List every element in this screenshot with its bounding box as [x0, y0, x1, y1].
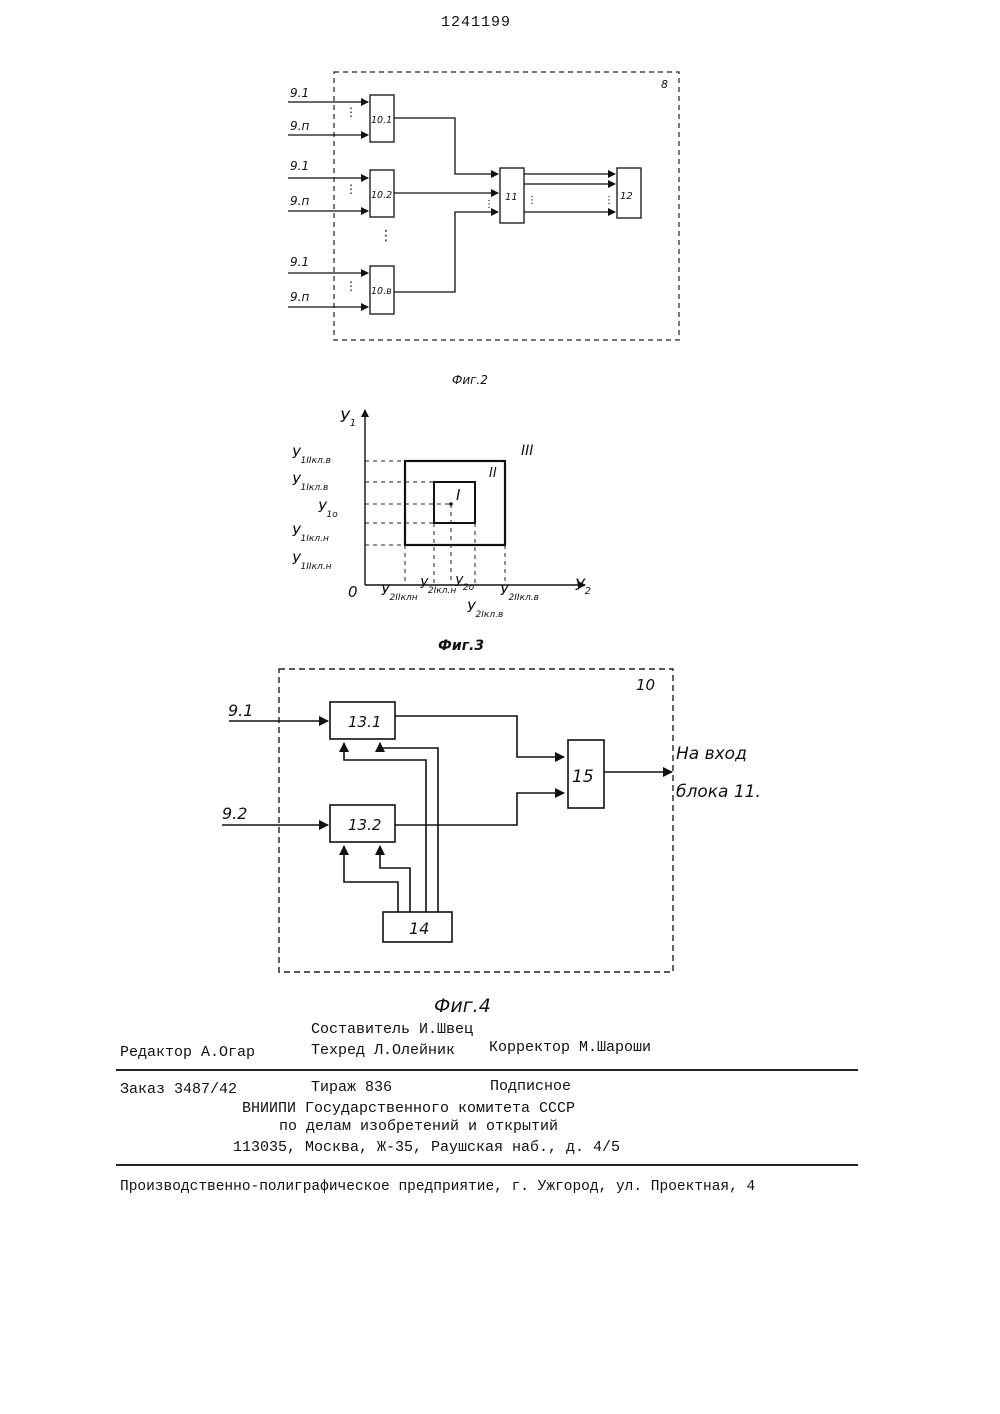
fig4-caption: Фиг.4	[434, 995, 491, 1017]
fig2-ellipsis-c: ⋮	[345, 279, 357, 293]
fig2-caption: Фиг.2	[452, 373, 488, 387]
fig3-y-axis-label: У1	[340, 407, 356, 429]
fig3-y-label-4: У1Iкл.н	[292, 524, 329, 544]
imprint-org-line2: по делам изобретений и открытий	[279, 1118, 558, 1135]
imprint-org-line3: 113035, Москва, Ж-35, Раушская наб., д. …	[233, 1139, 620, 1156]
figure-4-diagram: 10 9.1 9.2 13.1 13.2 14 15 На вход блока…	[0, 660, 1000, 1020]
block-10-2-label: 10.2	[371, 190, 392, 201]
fig2-input-9-1-a: 9.1	[290, 86, 309, 100]
imprint-techred: Техред Л.Олейник	[311, 1042, 455, 1059]
fig2-ellipsis-12-in: ⋮	[604, 195, 614, 206]
fig3-region-I	[434, 482, 475, 523]
block-12-label: 12	[620, 191, 633, 202]
fig4-output-line1: На вход	[676, 744, 747, 764]
fig3-y-label-1: У1IIкл.в	[292, 446, 331, 466]
block-10-v-label: 10.в	[371, 286, 392, 297]
fig2-frame-label: 8	[661, 78, 668, 91]
fig3-region-II-label: II	[489, 466, 497, 481]
fig4-frame-label: 10	[636, 676, 655, 694]
fig2-ellipsis-11-in: ⋮	[484, 199, 494, 210]
imprint-org-line1: ВНИИПИ Государственного комитета СССР	[242, 1100, 575, 1117]
fig2-ellipsis-a: ⋮	[345, 105, 357, 119]
fig2-input-9-n-c: 9.п	[290, 290, 309, 304]
fig3-h-guides	[365, 461, 451, 545]
figure-3-diagram: У1 У2 0 I II III У1IIкл.в У	[0, 400, 1000, 660]
fig3-x-label-1: У2IIклн	[381, 583, 418, 603]
fig2-ellipsis-11-out: ⋮	[527, 195, 537, 206]
fig2-input-9-1-b: 9.1	[290, 159, 309, 173]
fig2-ellipsis-blocks: ⋮	[379, 228, 393, 244]
block-10-1-label: 10.1	[371, 115, 392, 126]
fig2-ellipsis-b: ⋮	[345, 182, 357, 196]
imprint-rule-bottom	[116, 1164, 858, 1166]
figure-3: У1 У2 0 I II III У1IIкл.в У	[0, 400, 1000, 660]
fig2-input-9-n-b: 9.п	[290, 194, 309, 208]
imprint-rule-top	[116, 1069, 858, 1071]
fig3-y-label-2: У1Iкл.в	[292, 473, 328, 493]
fig3-y-label-5: У1IIкл.н	[292, 552, 332, 572]
fig4-output-line2: блока 11.	[676, 782, 761, 802]
fig4-input-1: 9.1	[228, 701, 253, 720]
imprint-print-run: Тираж 836	[311, 1079, 392, 1096]
fig2-input-9-1-c: 9.1	[290, 255, 309, 269]
block-14-label: 14	[409, 919, 429, 938]
fig3-x-label-5: У2Iкл.в	[467, 600, 503, 620]
fig3-region-III-label: III	[521, 443, 533, 459]
imprint-compiler: Составитель И.Швец	[311, 1021, 473, 1038]
fig3-x-label-4: У2IIкл.в	[500, 583, 539, 603]
block-11-label: 11	[505, 192, 518, 203]
fig3-x-axis-label: У2	[575, 575, 591, 597]
fig2-input-9-n-a: 9.п	[290, 119, 309, 133]
imprint-subscription: Подписное	[490, 1078, 571, 1095]
fig3-origin: 0	[348, 583, 358, 601]
figure-4: 10 9.1 9.2 13.1 13.2 14 15 На вход блока…	[0, 660, 1000, 1020]
block-13-2-label: 13.2	[348, 816, 381, 834]
fig4-input-2: 9.2	[222, 804, 247, 823]
fig3-x-label-3: У2о	[455, 575, 475, 593]
block-13-1-label: 13.1	[348, 713, 381, 731]
fig3-y-label-3: У1о	[318, 500, 338, 520]
fig3-caption: Фиг.3	[438, 638, 484, 654]
imprint-order: Заказ 3487/42	[120, 1081, 237, 1098]
fig3-region-I-label: I	[456, 486, 461, 504]
block-15-label: 15	[572, 767, 594, 787]
imprint-printer: Производственно-полиграфическое предприя…	[120, 1179, 755, 1195]
imprint-corrector: Корректор М.Шароши	[489, 1039, 651, 1056]
figure-2-diagram: 8 9.1 9.п ⋮ 10.1 9.1 9.п ⋮ 10.2 ⋮ 9.1 9.…	[0, 0, 1000, 400]
imprint-editor: Редактор А.Огар	[120, 1044, 255, 1061]
figure-2: 8 9.1 9.п ⋮ 10.1 9.1 9.п ⋮ 10.2 ⋮ 9.1 9.…	[0, 0, 1000, 400]
